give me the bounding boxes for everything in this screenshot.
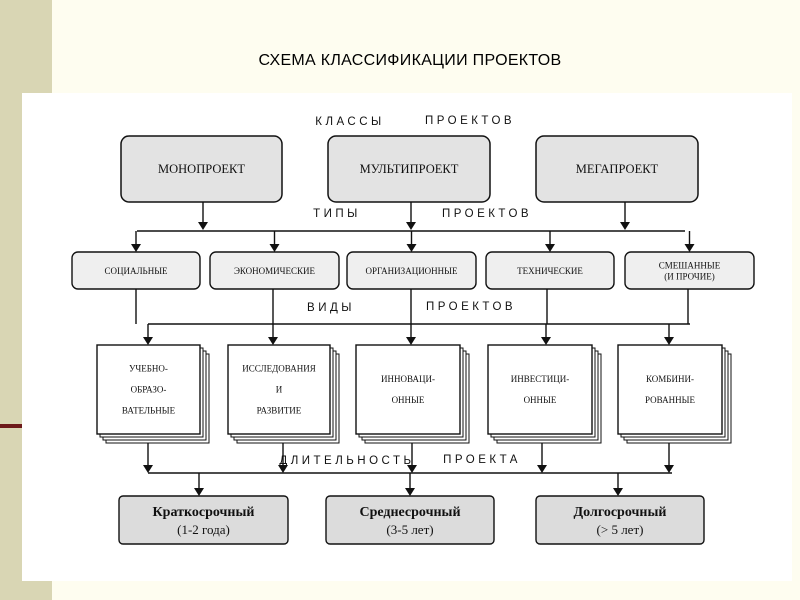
duration-arrow-head	[613, 488, 623, 496]
kind-label: ОБРАЗО-	[131, 385, 167, 395]
type-arrow-head	[269, 244, 280, 252]
kind-arrow-head	[268, 337, 278, 345]
section-label-duration-2: ПРОЕКТА	[443, 454, 521, 466]
type-box	[485, 251, 615, 290]
section-label-kinds: ВИДЫ	[307, 302, 355, 314]
slide-accent-bar	[0, 424, 22, 428]
kind-label: УЧЕБНО-	[129, 364, 168, 374]
class-box	[327, 135, 491, 203]
section-label-duration: ДЛИТЕЛЬНОСТЬ	[279, 455, 414, 467]
duration-range: (3-5 лет)	[386, 522, 433, 537]
type-arrow-head	[406, 244, 417, 252]
section-label-types-2: ПРОЕКТОВ	[442, 208, 532, 220]
kind-box	[227, 344, 331, 435]
type-label: ОРГАНИЗАЦИОННЫЕ	[365, 266, 458, 276]
type-arrow-head	[131, 244, 141, 252]
kind-label: РАЗВИТИЕ	[257, 406, 302, 416]
slide-title: СХЕМА КЛАССИФИКАЦИИ ПРОЕКТОВ	[258, 52, 562, 69]
kind-arrow-head	[541, 337, 551, 345]
kind-down-arrow-head	[407, 465, 417, 473]
kind-label: ОННЫЕ	[524, 395, 557, 405]
kind-arrow-head	[143, 337, 153, 345]
class-arrow-head	[406, 222, 416, 230]
type-label: ТЕХНИЧЕСКИЕ	[517, 266, 583, 276]
class-box	[120, 135, 283, 203]
type-arrow-head	[545, 244, 555, 252]
kind-box	[355, 344, 461, 435]
duration-box	[118, 495, 289, 545]
section-label-kinds-2: ПРОЕКТОВ	[426, 301, 516, 313]
class-arrow-head	[620, 222, 630, 230]
class-box	[535, 135, 699, 203]
class-arrow-head	[198, 222, 208, 230]
duration-name: Среднесрочный	[359, 505, 460, 520]
kind-label: И	[276, 385, 283, 395]
class-label: МЕГАПРОЕКТ	[576, 162, 659, 176]
duration-range: (> 5 лет)	[597, 522, 644, 537]
duration-name: Долгосрочный	[574, 505, 667, 520]
type-label: СМЕШАННЫЕ	[659, 261, 721, 271]
section-label-types: ТИПЫ	[313, 208, 361, 220]
kind-label: КОМБИНИ-	[646, 374, 694, 384]
kind-down-arrow-head	[278, 465, 288, 473]
duration-arrow-head	[405, 488, 415, 496]
duration-box	[325, 495, 495, 545]
duration-arrow-head	[194, 488, 204, 496]
kind-label: ОННЫЕ	[392, 395, 425, 405]
duration-box	[535, 495, 705, 545]
section-label-classes: КЛАССЫ	[315, 116, 384, 128]
type-label: СОЦИАЛЬНЫЕ	[104, 266, 168, 276]
kind-label: ВАТЕЛЬНЫЕ	[122, 406, 176, 416]
kind-label: ИССЛЕДОВАНИЯ	[242, 364, 315, 374]
type-label: (И ПРОЧИЕ)	[664, 272, 714, 282]
type-box	[209, 251, 340, 290]
kind-label: РОВАННЫЕ	[645, 395, 695, 405]
kind-down-arrow-head	[143, 465, 153, 473]
class-label: МУЛЬТИПРОЕКТ	[360, 162, 459, 176]
kind-arrow-head	[664, 337, 674, 345]
kind-box	[96, 344, 201, 435]
class-label: МОНОПРОЕКТ	[158, 162, 245, 176]
kind-down-arrow-head	[664, 465, 674, 473]
section-label-classes-2: ПРОЕКТОВ	[425, 115, 515, 127]
kind-box	[617, 344, 723, 435]
kind-box	[487, 344, 593, 435]
duration-name: Краткосрочный	[153, 505, 255, 520]
type-label: ЭКОНОМИЧЕСКИЕ	[234, 266, 316, 276]
type-arrow-head	[684, 244, 695, 252]
kind-label: ИННОВАЦИ-	[381, 374, 435, 384]
kind-label: ИНВЕСТИЦИ-	[511, 374, 570, 384]
kind-down-arrow-head	[537, 465, 547, 473]
kind-arrow-head	[406, 337, 416, 345]
duration-range: (1-2 года)	[177, 522, 230, 537]
type-box	[624, 251, 755, 290]
